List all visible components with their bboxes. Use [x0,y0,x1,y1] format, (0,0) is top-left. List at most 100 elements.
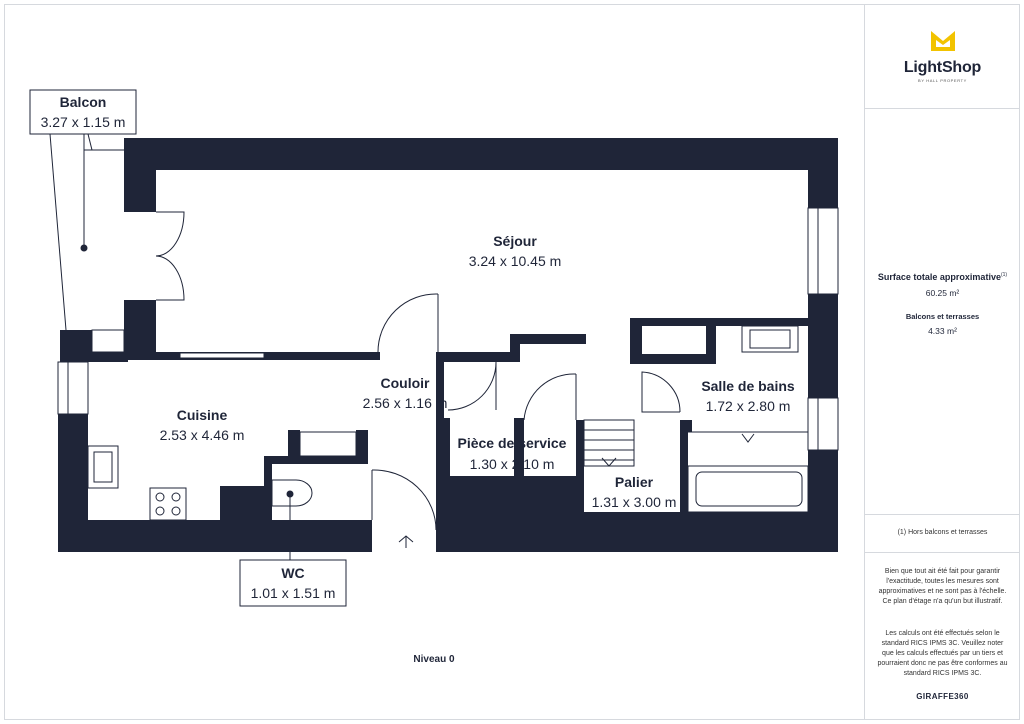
wall-corner-left [60,330,92,362]
wall-service-top [510,334,586,344]
wall-wc-left [264,460,272,552]
window-right-1 [807,207,839,295]
room-cuisine-dims: 2.53 x 4.46 m [160,427,245,443]
room-palier-dims: 1.31 x 3.00 m [592,494,677,510]
giraffe360-brand: GIRAFFE360 [916,692,969,701]
room-wc-dims: 1.01 x 1.51 m [251,585,336,601]
wall-wc-top [264,456,368,464]
windows [57,207,839,451]
logo-tagline: BY HALL PROPERTY [918,78,967,83]
wall-cuisine-bottom [58,520,220,552]
surface-label: Surface totale approximative(1) [877,272,1008,282]
hob-burner-2 [171,492,181,502]
wc-dot [286,490,294,498]
disclaimer-rics: Les calculs ont été effectués selon le s… [877,630,1008,677]
divider-3 [865,552,1020,553]
wall-top [124,138,838,170]
wall-left-1 [124,138,156,212]
doors [155,211,681,531]
window-balcon [91,329,125,353]
room-palier-name: Palier [615,474,654,490]
room-couloir-name: Couloir [381,375,431,391]
wall-wc-notch-2 [356,430,368,460]
wall-couloir-top [436,352,520,362]
room-sdb-name: Salle de bains [701,378,795,394]
wall-bottom-right [576,512,808,552]
balcon-callout [29,89,137,135]
kitchen-sink [87,445,119,489]
kitchen-sink-basin [93,451,113,483]
window-cuisine [57,361,89,415]
room-service-name: Pièce de service [458,435,567,451]
entrance-arrow-icon [398,535,414,548]
window-right-2 [807,397,839,451]
wall-wc-notch [288,430,300,460]
wall-palier-right [680,420,688,512]
wall-sdb-left-bottom [630,354,710,364]
wall-couloir-right [436,352,444,472]
toilet-icon [271,479,313,507]
door-service [523,373,577,421]
wall-service-mid [514,418,524,504]
wall-sdb-top [630,318,808,326]
door-balcon-2 [155,255,185,301]
surface-note-marker: (1) [1000,272,1008,278]
crown-logo-icon [930,31,955,51]
balcony-label: Balcons et terrasses [905,312,980,321]
hob-burner-4 [171,506,181,516]
page-frame [4,4,1020,720]
wall-service-bottom [440,476,584,552]
wall-left-2 [124,300,156,360]
label-connectors [80,134,294,560]
wall-sdb-left [630,318,642,358]
door-couloir [377,293,439,353]
balcon-dot [80,244,88,252]
room-sejour-name: Séjour [493,233,537,249]
wall-service-right [576,420,584,480]
kitchen-hob [149,487,187,521]
wc-cabinet [299,431,357,457]
balcony-value: 4.33 m² [928,326,957,336]
info-sidebar: LightShop BY HALL PROPERTY Surface total… [864,4,1020,720]
hob-burner-3 [155,506,165,516]
window-interior [179,352,265,359]
wall-right-3 [808,450,838,552]
wall-right-2 [808,294,838,398]
balcony-outline [49,133,124,331]
balcony-corner [50,133,93,151]
fixtures [87,325,809,548]
room-sdb-dims: 1.72 x 2.80 m [706,398,791,414]
room-sejour-dims: 3.24 x 10.45 m [469,253,562,269]
door-balcon-1 [155,211,185,257]
wall-sdb-corner [680,420,692,432]
room-balcon-name: Balcon [60,94,107,110]
walls [58,138,838,552]
disclaimer-accuracy: Bien que tout ait été fait pour garantir… [878,568,1007,605]
door-entree [447,361,497,411]
stair-arrow-icon [601,457,617,467]
logo-text: LightShop [903,59,982,76]
floor-plan: Séjour 3.24 x 10.45 m Cuisine 2.53 x 4.4… [29,89,839,665]
room-cuisine-name: Cuisine [177,407,228,423]
wall-service-left [440,418,450,478]
wc-callout [239,559,347,607]
door-sdb [641,371,681,413]
balcony-left-edge [49,133,67,331]
bathtub-inner [695,471,803,507]
washbasin [741,325,799,353]
wall-cuisine-block [220,486,266,552]
washbasin-bowl [749,329,791,349]
hob-burner-1 [155,492,165,502]
divider-1 [865,108,1020,109]
brand-logo: LightShop BY HALL PROPERTY [865,28,1020,83]
staircase [583,419,635,467]
room-couloir-dims: 2.56 x 1.16 m [363,395,448,411]
room-balcon-dims: 3.27 x 1.15 m [41,114,126,130]
footnote: (1) Hors balcons et terrasses [897,529,988,536]
room-wc-name: WC [281,565,304,581]
wall-service-step [510,334,520,362]
door-wc [371,469,437,531]
level-label: Niveau 0 [413,654,455,665]
wall-wc-bottom [264,520,372,552]
surface-value: 60.25 m² [925,288,960,298]
